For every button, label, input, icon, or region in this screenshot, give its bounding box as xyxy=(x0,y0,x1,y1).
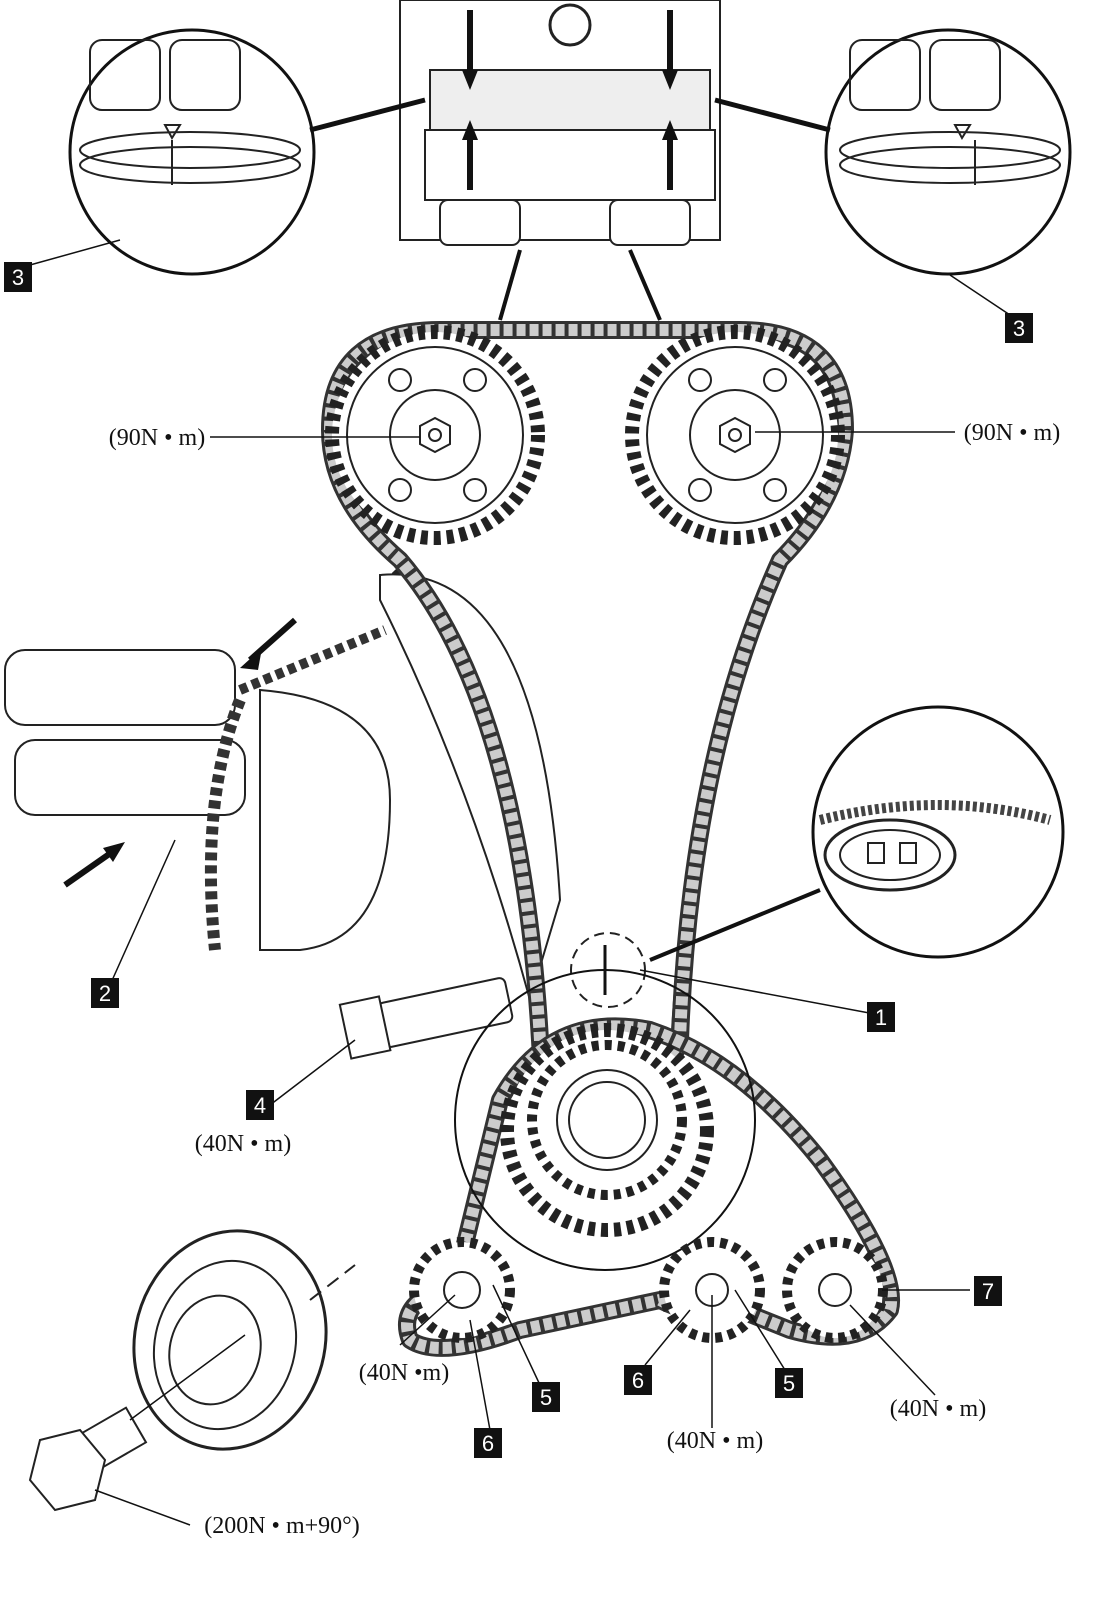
callout-4: 4 xyxy=(246,1090,274,1120)
torque-camshaft-left: (90N • m) xyxy=(109,425,205,451)
balance-sprocket-left xyxy=(399,1237,541,1431)
tensioner-inset xyxy=(649,705,1065,962)
svg-text:3: 3 xyxy=(12,265,24,290)
camshaft-lock-inset xyxy=(4,617,392,986)
detail-mark-right xyxy=(714,28,1072,276)
callout-2: 2 xyxy=(91,978,119,1008)
svg-text:7: 7 xyxy=(982,1279,994,1304)
callout-5-left: 5 xyxy=(532,1382,560,1412)
svg-text:6: 6 xyxy=(632,1368,644,1393)
idler-sprocket-middle xyxy=(644,1237,786,1428)
chain-tensioner-bolt xyxy=(269,977,514,1106)
torque-tensioner-bolt: (40N • m) xyxy=(195,1131,291,1157)
callout-6-right: 6 xyxy=(624,1365,652,1395)
callout-3-right: 3 xyxy=(1005,313,1033,343)
torque-crank-pulley-bolt: (200N • m+90°) xyxy=(204,1513,360,1539)
svg-text:3: 3 xyxy=(1013,316,1025,341)
torque-balance-left: (40N •m) xyxy=(359,1360,449,1386)
detail-mark-left xyxy=(68,28,426,276)
crank-detail-circle xyxy=(454,969,756,1271)
callout-3-left: 3 xyxy=(4,262,32,292)
callout-6-left: 6 xyxy=(474,1428,502,1458)
svg-text:6: 6 xyxy=(482,1431,494,1456)
svg-text:5: 5 xyxy=(540,1385,552,1410)
torque-camshaft-right: (90N • m) xyxy=(964,420,1060,446)
balance-sprocket-right xyxy=(782,1237,970,1396)
crankshaft-sprocket xyxy=(500,1023,714,1237)
svg-text:4: 4 xyxy=(254,1093,266,1118)
callout-7: 7 xyxy=(974,1276,1002,1306)
camshaft-sprocket-left xyxy=(325,325,545,545)
crankshaft-pulley xyxy=(28,1229,356,1526)
torque-balance-right: (40N • m) xyxy=(890,1396,986,1422)
cylinder-head xyxy=(399,0,721,246)
svg-text:1: 1 xyxy=(875,1005,887,1030)
svg-text:2: 2 xyxy=(99,981,111,1006)
camshaft-sprocket-right xyxy=(625,325,845,545)
callout-1: 1 xyxy=(867,1002,895,1032)
svg-text:5: 5 xyxy=(783,1371,795,1396)
torque-idler-middle: (40N • m) xyxy=(667,1428,763,1454)
callout-5-right: 5 xyxy=(775,1368,803,1398)
